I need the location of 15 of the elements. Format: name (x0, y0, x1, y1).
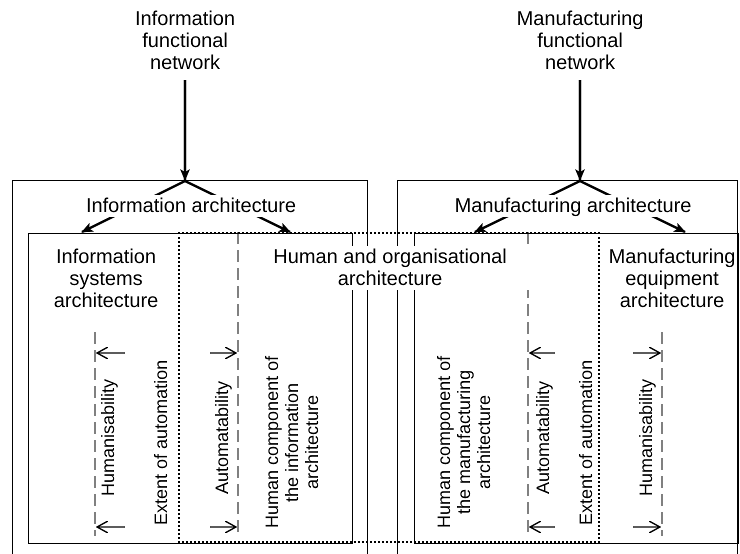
arrow (575, 80, 585, 181)
arrow (180, 80, 190, 181)
axis-label: Human component of the information architecture (262, 354, 323, 530)
axis-label: Human component of the manufacturing architecture (434, 354, 495, 530)
axis-label: Humanisability (98, 377, 119, 498)
axis-label: Extent of automation (576, 358, 597, 527)
source-label: Information functional network (134, 8, 236, 74)
box-title: Manufacturing equipment architecture (608, 246, 736, 312)
axis-label: Extent of automation (151, 358, 172, 527)
architecture-box (178, 232, 600, 543)
axis-label: Automatability (533, 379, 554, 496)
axis-label: Humanisability (636, 377, 657, 498)
box-title: Information systems architecture (52, 246, 160, 312)
axis-label: Automatability (212, 379, 233, 496)
source-label: Manufacturing functional network (516, 8, 644, 74)
